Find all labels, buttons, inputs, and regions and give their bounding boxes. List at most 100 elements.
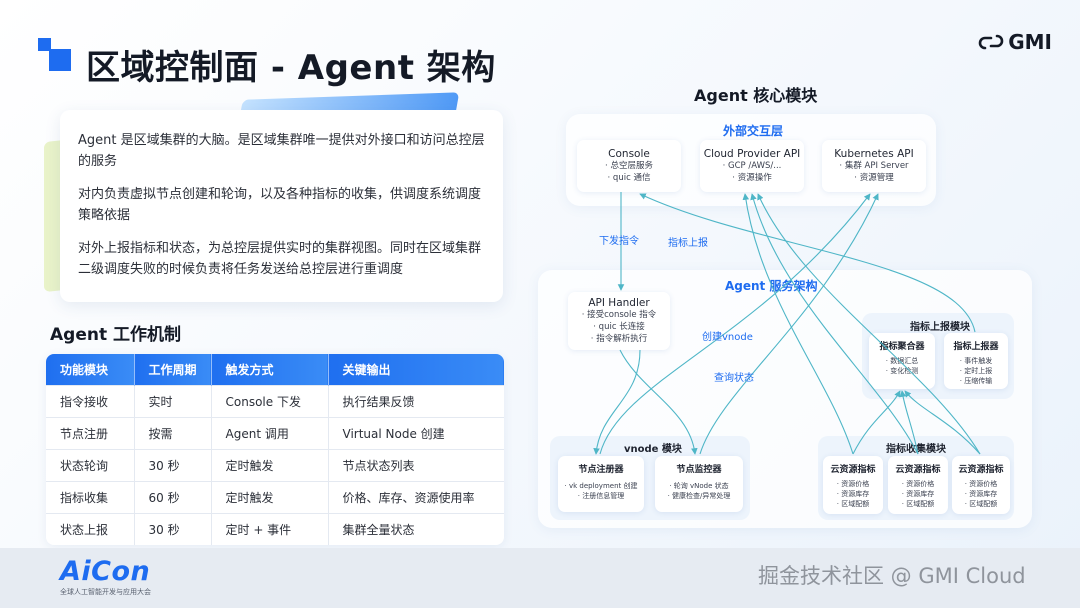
column-header: 触发方式: [211, 354, 329, 386]
table-row: 指标收集 60 秒 定时触发 价格、库存、资源使用率: [46, 481, 504, 514]
box-line: · 集群 API Server: [839, 161, 909, 171]
mechanism-title: Agent 工作机制: [50, 325, 182, 345]
box-title: Kubernetes API: [834, 148, 914, 160]
box-line: · 区域配额: [964, 500, 998, 508]
box-title: 云资源指标: [830, 465, 876, 475]
table-cell: 价格、库存、资源使用率: [328, 481, 504, 514]
edge-label-dispatch: 下发指令: [599, 236, 639, 247]
intro-card: Agent 是区域集群的大脑。是区域集群唯一提供对外接口和访问总控层的服务 对内…: [60, 110, 503, 302]
conference-logo: AiCon: [60, 556, 151, 587]
table-cell: 定时触发: [211, 449, 329, 482]
intro-paragraph: 对外上报指标和状态，为总控层提供实时的集群视图。同时在区域集群二级调度失败的时候…: [78, 241, 482, 277]
brand-name: GMI: [1008, 30, 1052, 54]
table-row: 状态轮询 30 秒 定时触发 节点状态列表: [46, 449, 504, 482]
table-cell: Console 下发: [211, 385, 329, 418]
table-cell: 实时: [134, 385, 212, 418]
box-title: 节点注册器: [578, 465, 624, 475]
box-line: · 资源操作: [732, 173, 772, 183]
api-handler-box: API Handler · 接受console 指令 · quic 长连接 · …: [568, 292, 670, 350]
table-cell: 集群全量状态: [328, 513, 504, 545]
box-line: · vk deployment 创建: [564, 482, 638, 490]
box-line: · 资源价格: [901, 480, 935, 488]
table-cell: 节点状态列表: [328, 449, 504, 482]
box-title: 云资源指标: [958, 465, 1004, 475]
table-header-row: 功能模块 工作周期 触发方式 关键输出: [46, 354, 504, 386]
box-line: · 注册信息管理: [577, 492, 625, 500]
box-title: 节点监控器: [676, 465, 722, 475]
box-line: · 资源价格: [836, 480, 870, 488]
logo-mark: [38, 38, 72, 72]
service-label: Agent 服务架构: [725, 279, 818, 293]
box-line: · 健康检查/异常处理: [667, 492, 731, 500]
table-row: 状态上报 30 秒 定时 + 事件 集群全量状态: [46, 513, 504, 545]
mechanism-table: 功能模块 工作周期 触发方式 关键输出 指令接收 实时 Console 下发 执…: [46, 354, 504, 545]
box-line: · 资源库存: [901, 490, 935, 498]
edge-label-query-status: 查询状态: [714, 373, 754, 384]
column-header: 工作周期: [134, 354, 212, 386]
edge-label-report-metrics: 指标上报: [668, 238, 708, 249]
console-box: Console · 总空层服务 · quic 通信: [577, 140, 681, 192]
table-cell: 执行结果反馈: [328, 385, 504, 418]
box-line: · 数据汇总: [885, 357, 919, 365]
box-line: · quic 长连接: [593, 322, 645, 332]
reporter-box: 指标上报器 · 事件触发 · 定时上报 · 压缩传输: [944, 333, 1008, 389]
node-registrar-box: 节点注册器 · vk deployment 创建 · 注册信息管理: [558, 456, 644, 512]
table-cell: 30 秒: [134, 513, 212, 545]
table-cell: 按需: [134, 417, 212, 450]
table-cell: 60 秒: [134, 481, 212, 514]
table-cell: 指标收集: [46, 481, 135, 514]
cloud-metrics-box: 云资源指标 · 资源价格 · 资源库存 · 区域配额: [823, 456, 883, 514]
box-line: · 区域配额: [901, 500, 935, 508]
box-title: 云资源指标: [895, 465, 941, 475]
table-cell: 状态上报: [46, 513, 135, 545]
brand-logo: GMI: [978, 30, 1052, 54]
aggregator-box: 指标聚合器 · 数据汇总 · 变化检测: [869, 333, 935, 389]
diagram-title: Agent 核心模块: [694, 86, 818, 105]
box-line: · 资源管理: [854, 173, 894, 183]
node-monitor-box: 节点监控器 · 轮询 vNode 状态 · 健康检查/异常处理: [655, 456, 743, 512]
module-label: vnode 模块: [624, 444, 682, 455]
box-line: · 资源库存: [836, 490, 870, 498]
table-row: 节点注册 按需 Agent 调用 Virtual Node 创建: [46, 417, 504, 450]
table-row: 指令接收 实时 Console 下发 执行结果反馈: [46, 385, 504, 418]
cloud-provider-box: Cloud Provider API · GCP /AWS/... · 资源操作: [700, 140, 804, 192]
conference-logo-subtitle: 全球人工智能开发与应用大会: [60, 588, 151, 596]
intro-paragraph: 对内负责虚拟节点创建和轮询，以及各种指标的收集，供调度系统调度策略依据: [78, 187, 482, 223]
box-line: · 压缩传输: [959, 377, 993, 385]
box-line: · GCP /AWS/...: [722, 161, 782, 171]
box-title: API Handler: [588, 297, 650, 309]
table-cell: Agent 调用: [211, 417, 329, 450]
box-line: · quic 通信: [607, 173, 651, 183]
watermark: 掘金技术社区 @ GMI Cloud: [758, 564, 1026, 588]
box-title: 指标上报器: [953, 342, 999, 352]
external-layer-label: 外部交互层: [723, 124, 784, 138]
box-title: 指标聚合器: [879, 342, 925, 352]
cloud-metrics-box: 云资源指标 · 资源价格 · 资源库存 · 区域配额: [952, 456, 1010, 514]
edge-label-create-vnode: 创建vnode: [702, 332, 753, 343]
module-label: 指标收集模块: [886, 444, 946, 455]
box-line: · 区域配额: [836, 500, 870, 508]
box-line: · 事件触发: [959, 357, 993, 365]
kubernetes-api-box: Kubernetes API · 集群 API Server · 资源管理: [822, 140, 926, 192]
table-cell: Virtual Node 创建: [328, 417, 504, 450]
page-title: 区域控制面 - Agent 架构: [86, 48, 496, 88]
table-cell: 定时触发: [211, 481, 329, 514]
table-cell: 定时 + 事件: [211, 513, 329, 545]
box-title: Cloud Provider API: [703, 148, 801, 160]
box-line: · 定时上报: [959, 367, 993, 375]
box-line: · 指令解析执行: [590, 334, 648, 344]
box-line: · 变化检测: [885, 367, 919, 375]
box-line: · 总空层服务: [605, 161, 653, 171]
cloud-metrics-box: 云资源指标 · 资源价格 · 资源库存 · 区域配额: [888, 456, 948, 514]
box-line: · 轮询 vNode 状态: [669, 482, 729, 490]
intro-paragraph: Agent 是区域集群的大脑。是区域集群唯一提供对外接口和访问总控层的服务: [78, 133, 485, 169]
table-cell: 指令接收: [46, 385, 135, 418]
table-cell: 节点注册: [46, 417, 135, 450]
box-line: · 资源库存: [964, 490, 998, 498]
module-label: 指标上报模块: [910, 322, 970, 333]
cloud-link-icon: [979, 34, 1004, 50]
column-header: 功能模块: [46, 354, 135, 386]
column-header: 关键输出: [328, 354, 504, 386]
table-cell: 状态轮询: [46, 449, 135, 482]
box-line: · 接受console 指令: [581, 310, 657, 320]
